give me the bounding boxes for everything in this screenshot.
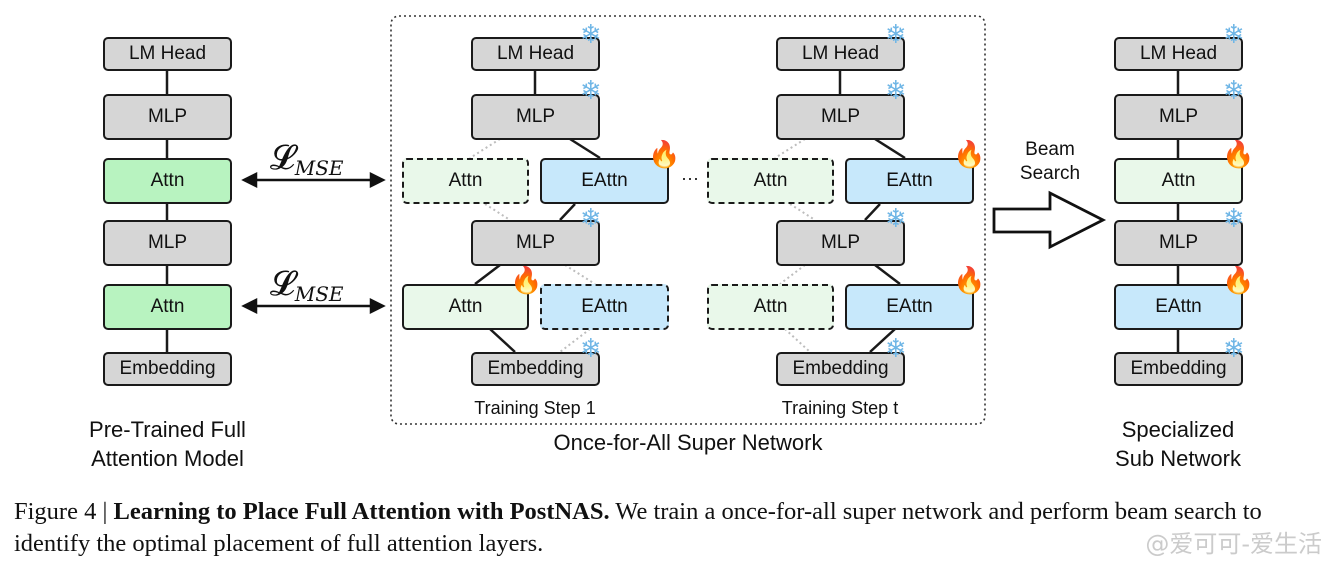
specialized-attn: Attn	[1114, 158, 1243, 204]
snowflake-icon: ❄	[885, 20, 907, 50]
stept-mlp-top: MLP	[776, 94, 905, 140]
block-label: LM Head	[1139, 43, 1218, 64]
fire-icon: 🔥	[953, 266, 986, 296]
specialized-mlp-top: MLP	[1114, 94, 1243, 140]
step1-attn-top-inactive: Attn	[402, 158, 529, 204]
block-label: MLP	[820, 232, 861, 253]
beam-search-label: Beam Search	[1019, 139, 1081, 184]
step1-eattn-top-active: EAttn	[540, 158, 669, 204]
mse-arrows	[241, 171, 386, 315]
block-label: MLP	[147, 106, 188, 127]
block-label: LM Head	[128, 43, 207, 64]
block-label: Attn	[753, 296, 788, 317]
block-label: MLP	[1158, 232, 1199, 253]
loss-symbol: 𝓛	[270, 138, 295, 178]
super-network-frame	[390, 15, 986, 425]
pretrained-mlp-top: MLP	[103, 94, 232, 140]
block-label: EAttn	[886, 296, 933, 317]
block-label: Embedding	[487, 358, 584, 379]
pretrained-attn-top: Attn	[103, 158, 232, 204]
block-label: EAttn	[581, 170, 628, 191]
stept-eattn-bottom-active: EAttn	[845, 284, 974, 330]
snowflake-icon: ❄	[580, 334, 602, 364]
block-label: MLP	[515, 106, 556, 127]
loss-subscript: MSE	[294, 282, 344, 306]
stept-eattn-top-active: EAttn	[845, 158, 974, 204]
snowflake-icon: ❄	[885, 76, 907, 106]
pretrained-embedding: Embedding	[103, 352, 232, 386]
block-label: MLP	[820, 106, 861, 127]
snowflake-icon: ❄	[1223, 204, 1245, 234]
step1-mlp-bottom: MLP	[471, 220, 600, 266]
mse-loss-label-bottom: 𝓛MSE	[270, 264, 344, 306]
watermark: @爱可可-爱生活	[1145, 530, 1322, 558]
pretrained-attn-bottom: Attn	[103, 284, 232, 330]
snowflake-icon: ❄	[885, 204, 907, 234]
snowflake-icon: ❄	[1223, 334, 1245, 364]
step1-attn-bottom-active: Attn	[402, 284, 529, 330]
step1-eattn-bottom-inactive: EAttn	[540, 284, 669, 330]
snowflake-icon: ❄	[1223, 76, 1245, 106]
figure-caption-prefix: Figure 4 |	[14, 498, 114, 525]
supernet-caption: Once-for-All Super Network	[553, 430, 823, 455]
snowflake-icon: ❄	[1223, 20, 1245, 50]
stept-embedding: Embedding	[776, 352, 905, 386]
block-label: Embedding	[792, 358, 889, 379]
ellipsis: ···	[681, 168, 699, 188]
block-label: Attn	[448, 170, 483, 191]
block-label: EAttn	[1155, 296, 1202, 317]
block-label: Attn	[448, 296, 483, 317]
step1-caption: Training Step 1	[474, 398, 596, 418]
block-label: Attn	[150, 170, 185, 191]
figure-caption: Figure 4 | Learning to Place Full Attent…	[14, 496, 1334, 560]
step1-embedding: Embedding	[471, 352, 600, 386]
block-label: EAttn	[886, 170, 933, 191]
fire-icon: 🔥	[1222, 266, 1255, 296]
snowflake-icon: ❄	[580, 76, 602, 106]
specialized-eattn: EAttn	[1114, 284, 1243, 330]
snowflake-icon: ❄	[580, 20, 602, 50]
specialized-lm-head: LM Head	[1114, 37, 1243, 71]
stept-lm-head: LM Head	[776, 37, 905, 71]
block-label: MLP	[147, 232, 188, 253]
specialized-mlp-bottom: MLP	[1114, 220, 1243, 266]
block-label: MLP	[1158, 106, 1199, 127]
block-label: Attn	[1161, 170, 1196, 191]
block-label: Attn	[753, 170, 788, 191]
pretrained-caption: Pre-Trained Full Attention Model	[89, 417, 246, 471]
loss-subscript: MSE	[294, 156, 344, 180]
figure-caption-body: We train a once-for-all super network an…	[14, 498, 1262, 557]
block-label: EAttn	[581, 296, 628, 317]
loss-symbol: 𝓛	[270, 264, 295, 304]
block-label: Attn	[150, 296, 185, 317]
block-label: Embedding	[1130, 358, 1227, 379]
pretrained-mlp-bottom: MLP	[103, 220, 232, 266]
snowflake-icon: ❄	[580, 204, 602, 234]
pretrained-lm-head: LM Head	[103, 37, 232, 71]
specialized-caption: Specialized Sub Network	[1115, 417, 1241, 471]
block-label: LM Head	[496, 43, 575, 64]
block-label: LM Head	[801, 43, 880, 64]
stept-attn-top-inactive: Attn	[707, 158, 834, 204]
fire-icon: 🔥	[953, 140, 986, 170]
mse-loss-label-top: 𝓛MSE	[270, 138, 344, 180]
beam-search-arrow	[992, 190, 1107, 250]
stept-attn-bottom-inactive: Attn	[707, 284, 834, 330]
block-label: MLP	[515, 232, 556, 253]
fire-icon: 🔥	[648, 140, 681, 170]
specialized-embedding: Embedding	[1114, 352, 1243, 386]
snowflake-icon: ❄	[885, 334, 907, 364]
block-label: Embedding	[119, 358, 216, 379]
fire-icon: 🔥	[1222, 140, 1255, 170]
step1-lm-head: LM Head	[471, 37, 600, 71]
stept-mlp-bottom: MLP	[776, 220, 905, 266]
figure-caption-title: Learning to Place Full Attention with Po…	[113, 498, 610, 525]
fire-icon: 🔥	[510, 266, 543, 296]
step1-mlp-top: MLP	[471, 94, 600, 140]
stept-caption: Training Step t	[781, 398, 899, 418]
